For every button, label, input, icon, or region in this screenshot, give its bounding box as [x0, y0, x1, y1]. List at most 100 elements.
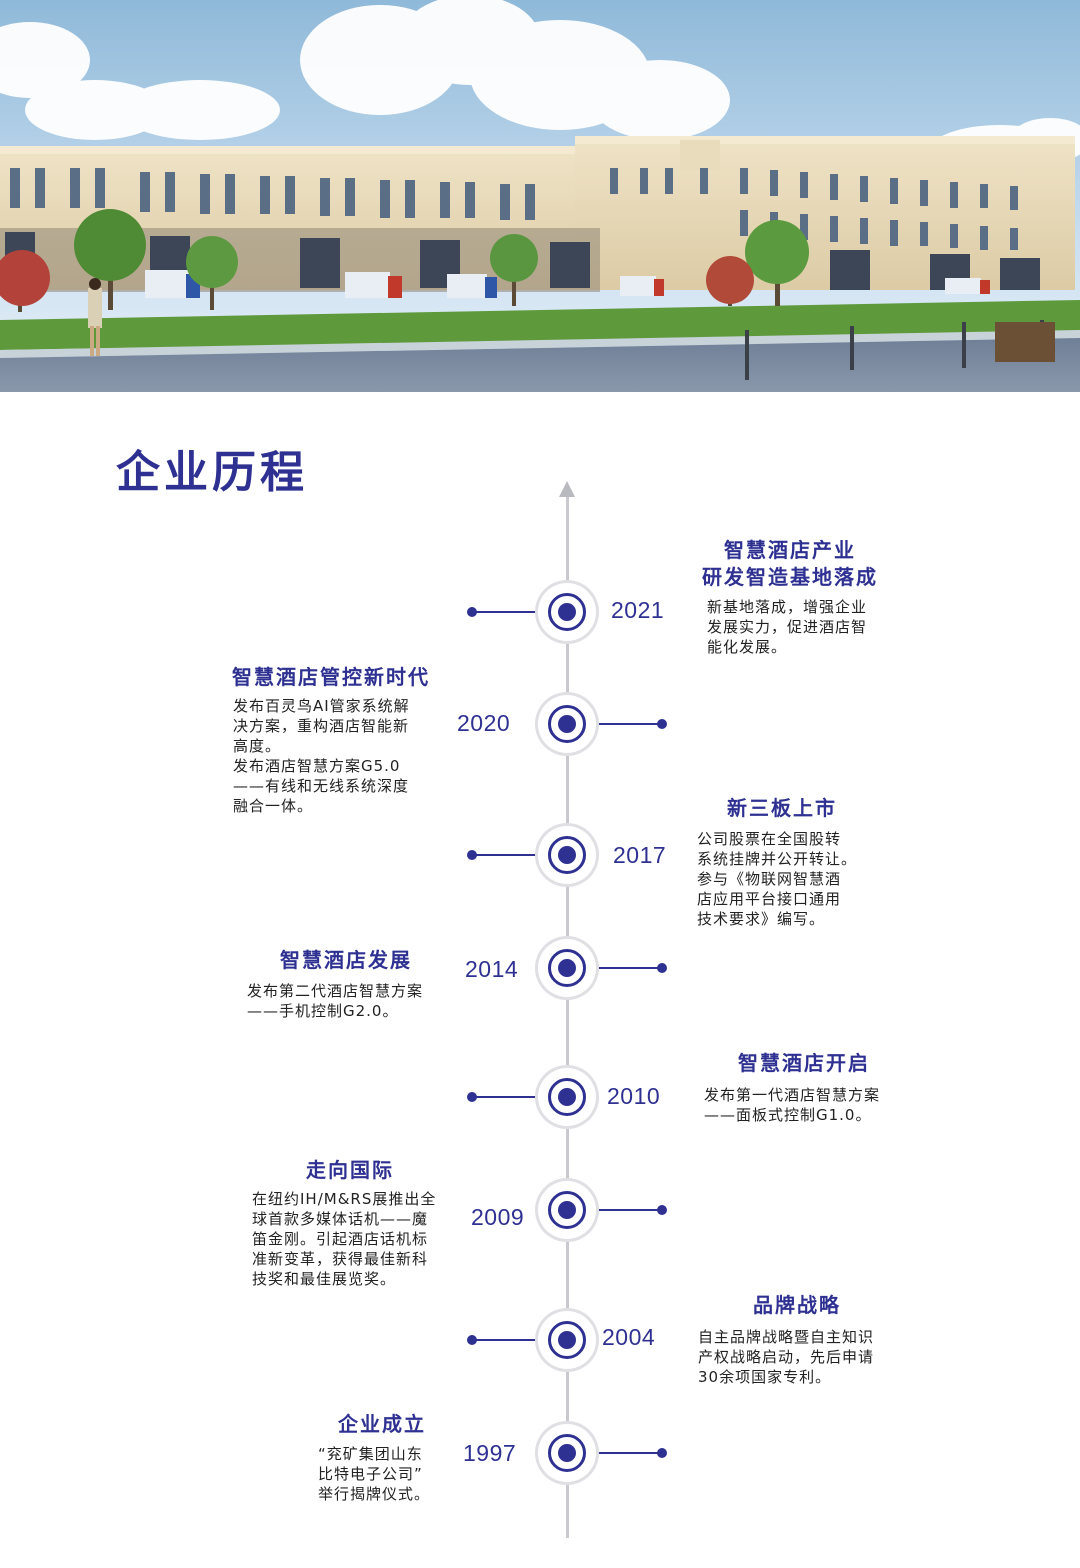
- timeline-event-description: 在纽约IH/M&RS展推出全球首款多媒体话机——魔笛金刚。引起酒店话机标准新变革…: [252, 1189, 436, 1289]
- timeline-event-description-line: 参与《物联网智慧酒: [697, 870, 842, 888]
- timeline-event-title-line: 智慧酒店开启: [738, 1051, 870, 1075]
- timeline-event-description: 自主品牌战略暨自主知识产权战略启动，先后申请 30余项国家专利。: [698, 1327, 874, 1387]
- timeline-connector-dot: [657, 719, 667, 729]
- timeline-event-description-line: 新基地落成，增强企业: [707, 598, 868, 616]
- timeline-event-description-line: 举行揭牌仪式。: [318, 1485, 431, 1503]
- timeline-event-description-line: 产权战略启动，先后申请: [698, 1348, 875, 1366]
- timeline-year: 2010: [607, 1083, 661, 1109]
- timeline-connector-dot: [467, 607, 477, 617]
- timeline-axis: [566, 492, 569, 1538]
- timeline-event-title-line: 走向国际: [306, 1158, 394, 1182]
- timeline-event-description-line: 发展实力，促进酒店智: [707, 618, 868, 636]
- timeline-event-title: 走向国际: [306, 1157, 394, 1184]
- timeline-event-description-line: 自主品牌战略暨自主知识: [698, 1328, 875, 1346]
- timeline-event-description: 发布百灵鸟AI管家系统解决方案，重构酒店智能新高度。发布酒店智慧方案G5.0 ——…: [233, 696, 410, 816]
- timeline-node-core: [558, 715, 576, 733]
- timeline-connector: [472, 1096, 567, 1098]
- timeline-event-description-line: 店应用平台接口通用: [697, 890, 842, 908]
- timeline-node-icon: [542, 830, 592, 880]
- timeline-connector: [472, 611, 567, 613]
- timeline-event-description: 发布第一代酒店智慧方案 ——面板式控制G1.0。: [704, 1085, 880, 1125]
- timeline-event-description-line: 球首款多媒体话机——魔: [252, 1210, 429, 1228]
- timeline-connector-dot: [467, 1092, 477, 1102]
- timeline-connector: [567, 1209, 662, 1211]
- timeline-event-title: 企业成立: [338, 1411, 426, 1438]
- timeline-event-description-line: 发布第二代酒店智慧方案: [247, 982, 424, 1000]
- timeline-event-description-line: 高度。: [233, 737, 282, 755]
- timeline-node-icon: [542, 587, 592, 637]
- timeline-connector-dot: [657, 1205, 667, 1215]
- timeline-node-icon: [542, 1185, 592, 1235]
- timeline-year: 2017: [613, 842, 667, 868]
- timeline-event-description-line: ——有线和无线系统深度: [233, 777, 410, 795]
- timeline-node-core: [558, 603, 576, 621]
- timeline-node-core: [558, 1201, 576, 1219]
- timeline-event-title-line: 智慧酒店管控新时代: [232, 665, 430, 689]
- timeline-event-description-line: 发布酒店智慧方案G5.0: [233, 757, 401, 775]
- timeline-event-description: 新基地落成，增强企业发展实力，促进酒店智能化发展。: [707, 597, 867, 657]
- timeline-event-description-line: “兖矿集团山东: [318, 1445, 423, 1463]
- factory-campus-illustration: [0, 0, 1080, 392]
- timeline-node-core: [558, 846, 576, 864]
- timeline-event-description-line: 系统挂牌并公开转让。: [697, 850, 858, 868]
- timeline-connector-dot: [467, 850, 477, 860]
- timeline-event-description-line: 发布第一代酒店智慧方案: [704, 1086, 881, 1104]
- timeline-event-title: 智慧酒店管控新时代: [232, 664, 430, 691]
- timeline-event-description-line: 笛金刚。引起酒店话机标: [252, 1230, 429, 1248]
- timeline-node-icon: [542, 1428, 592, 1478]
- timeline-connector-dot: [467, 1335, 477, 1345]
- timeline-event-description: 发布第二代酒店智慧方案 ——手机控制G2.0。: [247, 981, 423, 1021]
- timeline-connector: [567, 967, 662, 969]
- timeline-node-core: [558, 1444, 576, 1462]
- timeline-year: 2014: [465, 956, 519, 982]
- timeline-node-core: [558, 1088, 576, 1106]
- timeline-connector: [472, 1339, 567, 1341]
- page-title: 企业历程: [116, 447, 308, 498]
- timeline-connector: [567, 1452, 662, 1454]
- timeline-event-description-line: ——面板式控制G1.0。: [704, 1106, 872, 1124]
- timeline-event-description-line: 融合一体。: [233, 797, 314, 815]
- timeline-event-description: “兖矿集团山东比特电子公司” 举行揭牌仪式。: [318, 1444, 430, 1504]
- timeline-event-title-line: 企业成立: [338, 1412, 426, 1436]
- timeline-year: 2021: [611, 597, 665, 623]
- timeline-event-title-line: 品牌战略: [753, 1293, 841, 1317]
- timeline-node-icon: [542, 1315, 592, 1365]
- timeline-event-description-line: 发布百灵鸟AI管家系统解: [233, 697, 410, 715]
- timeline-event-title-line: 智慧酒店发展: [280, 948, 412, 972]
- timeline-connector: [472, 854, 567, 856]
- timeline-event-title: 新三板上市: [727, 795, 837, 822]
- timeline-event-title: 品牌战略: [753, 1292, 841, 1319]
- timeline-year: 1997: [463, 1440, 517, 1466]
- timeline-event-description-line: 决方案，重构酒店智能新: [233, 717, 410, 735]
- timeline-node-ring: [548, 705, 586, 743]
- timeline-node-ring: [548, 1078, 586, 1116]
- timeline-node-icon: [542, 699, 592, 749]
- timeline-node-ring: [548, 836, 586, 874]
- timeline-year: 2004: [602, 1324, 656, 1350]
- timeline-connector-dot: [657, 1448, 667, 1458]
- timeline-event-title-line: 研发智造基地落成: [702, 565, 878, 589]
- timeline-year: 2009: [471, 1204, 525, 1230]
- timeline-event-description-line: 比特电子公司”: [318, 1465, 423, 1483]
- timeline-year: 2020: [457, 710, 511, 736]
- timeline-event-description-line: 技术要求》编写。: [697, 910, 826, 928]
- timeline-event-description-line: 准新变革，获得最佳新科: [252, 1250, 429, 1268]
- timeline-event-description-line: 公司股票在全国股转: [697, 830, 842, 848]
- timeline-node-core: [558, 1331, 576, 1349]
- timeline-event-description-line: 技奖和最佳展览奖。: [252, 1270, 397, 1288]
- timeline-event-description-line: 30余项国家专利。: [698, 1368, 832, 1386]
- timeline-event-title: 智慧酒店开启: [738, 1050, 870, 1077]
- timeline-connector: [567, 723, 662, 725]
- timeline-event-title-line: 新三板上市: [727, 796, 837, 820]
- timeline-event-description-line: 能化发展。: [707, 638, 788, 656]
- timeline-node-icon: [542, 1072, 592, 1122]
- timeline-event-title-line: 智慧酒店产业: [724, 538, 856, 562]
- timeline-node-icon: [542, 943, 592, 993]
- timeline-event-description: 公司股票在全国股转系统挂牌并公开转让。参与《物联网智慧酒店应用平台接口通用技术要…: [697, 829, 857, 929]
- timeline-event-title: 智慧酒店产业研发智造基地落成: [702, 537, 878, 591]
- timeline-event-description-line: ——手机控制G2.0。: [247, 1002, 399, 1020]
- timeline-event-title: 智慧酒店发展: [280, 947, 412, 974]
- arrow-up-icon: [559, 481, 575, 497]
- timeline-event-description-line: 在纽约IH/M&RS展推出全: [252, 1190, 437, 1208]
- timeline-connector-dot: [657, 963, 667, 973]
